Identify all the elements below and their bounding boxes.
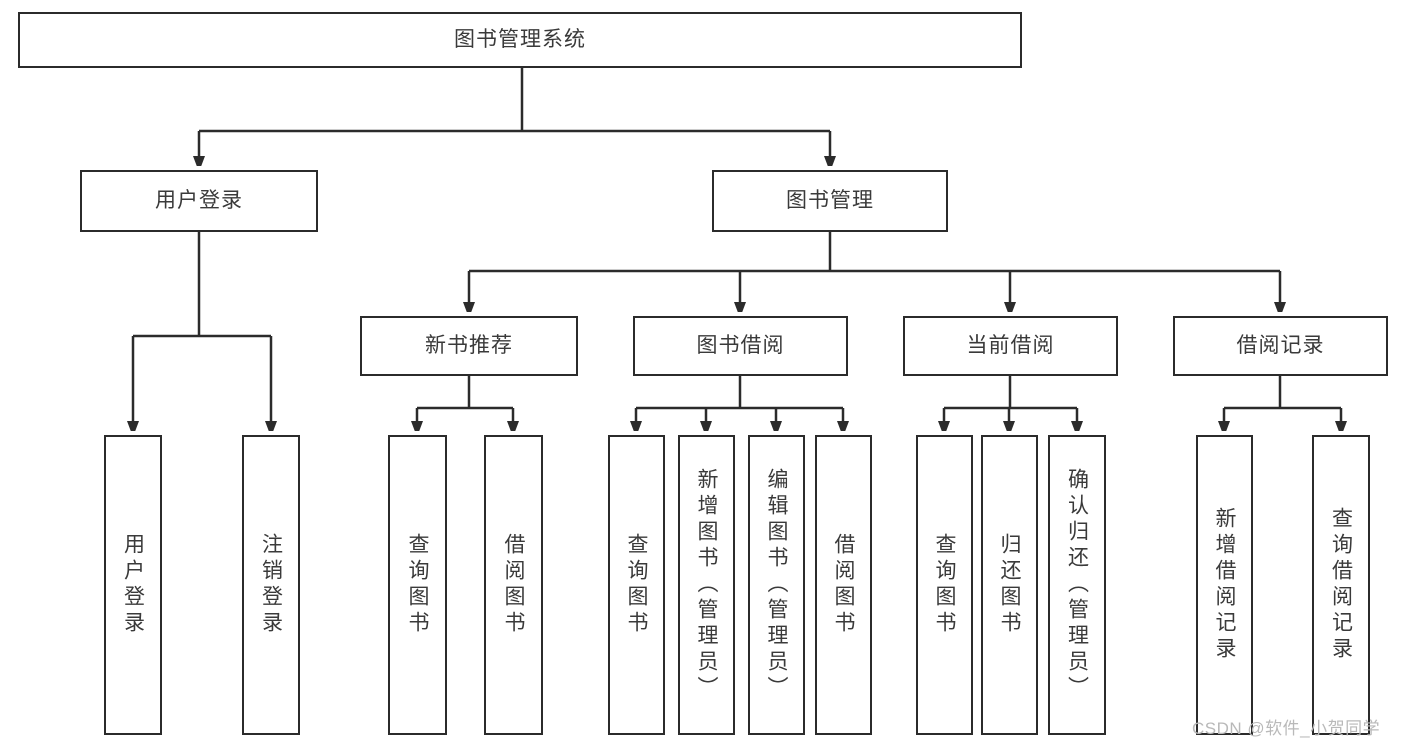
node-leaf-user-logout[interactable]: 注销登录	[242, 435, 300, 735]
node-leaf-add-record-label: 新增借阅记录	[1213, 507, 1237, 663]
node-current-borrow[interactable]: 当前借阅	[903, 316, 1118, 376]
node-book-manage-label: 图书管理	[786, 189, 874, 213]
node-user-login-label: 用户登录	[155, 189, 243, 213]
node-root[interactable]: 图书管理系统	[18, 12, 1022, 68]
node-leaf-borrow-book-2-label: 借阅图书	[832, 533, 856, 637]
node-borrow-record[interactable]: 借阅记录	[1173, 316, 1388, 376]
node-leaf-return-book[interactable]: 归还图书	[981, 435, 1038, 735]
node-leaf-query-book-1-label: 查询图书	[406, 533, 430, 637]
node-leaf-user-logout-label: 注销登录	[259, 533, 283, 637]
node-leaf-query-record[interactable]: 查询借阅记录	[1312, 435, 1370, 735]
csdn-watermark: CSDN @软件_小贺同学	[1192, 719, 1381, 738]
node-leaf-query-book-3[interactable]: 查询图书	[916, 435, 973, 735]
node-user-login[interactable]: 用户登录	[80, 170, 318, 232]
node-leaf-borrow-book-2[interactable]: 借阅图书	[815, 435, 872, 735]
node-new-book-recommend[interactable]: 新书推荐	[360, 316, 578, 376]
node-leaf-user-login-label: 用户登录	[121, 533, 145, 637]
node-leaf-query-record-label: 查询借阅记录	[1329, 507, 1353, 663]
node-leaf-edit-book[interactable]: 编辑图书（管理员）	[748, 435, 805, 735]
node-leaf-user-login[interactable]: 用户登录	[104, 435, 162, 735]
node-leaf-borrow-book-1-label: 借阅图书	[502, 533, 526, 637]
node-new-book-recommend-label: 新书推荐	[425, 334, 513, 358]
node-leaf-query-book-2[interactable]: 查询图书	[608, 435, 665, 735]
node-leaf-confirm-return-label: 确认归还（管理员）	[1065, 468, 1089, 702]
node-borrow-record-label: 借阅记录	[1236, 334, 1325, 358]
node-leaf-confirm-return[interactable]: 确认归还（管理员）	[1048, 435, 1106, 735]
node-leaf-add-book[interactable]: 新增图书（管理员）	[678, 435, 735, 735]
node-book-manage[interactable]: 图书管理	[712, 170, 948, 232]
node-leaf-borrow-book-1[interactable]: 借阅图书	[484, 435, 543, 735]
node-leaf-query-book-2-label: 查询图书	[625, 533, 649, 637]
node-leaf-query-book-3-label: 查询图书	[933, 533, 957, 637]
node-leaf-return-book-label: 归还图书	[998, 533, 1022, 637]
node-book-borrow[interactable]: 图书借阅	[633, 316, 848, 376]
node-current-borrow-label: 当前借阅	[966, 334, 1055, 358]
node-leaf-edit-book-label: 编辑图书（管理员）	[765, 468, 789, 702]
node-leaf-query-book-1[interactable]: 查询图书	[388, 435, 447, 735]
node-root-label: 图书管理系统	[454, 28, 586, 52]
node-book-borrow-label: 图书借阅	[696, 334, 785, 358]
node-leaf-add-book-label: 新增图书（管理员）	[695, 468, 719, 702]
node-leaf-add-record[interactable]: 新增借阅记录	[1196, 435, 1253, 735]
